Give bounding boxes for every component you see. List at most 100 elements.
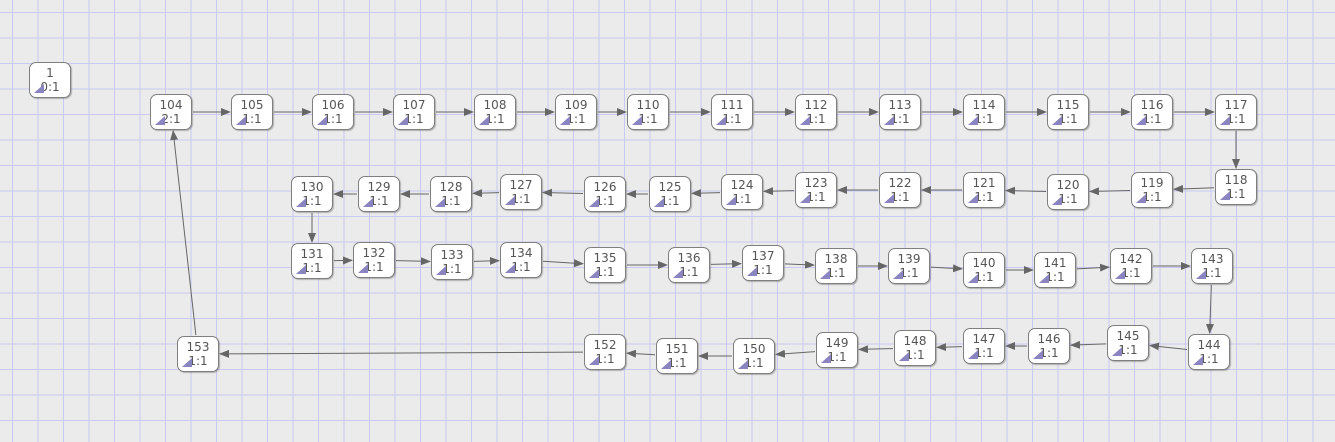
edge-132-133[interactable] — [395, 257, 431, 266]
edge-149-150[interactable] — [775, 349, 816, 358]
node-ratio: 1:1 — [1142, 190, 1162, 204]
edge-141-142[interactable] — [1076, 263, 1110, 272]
node-label: 129 — [367, 180, 391, 194]
node-ratio: 1:1 — [890, 190, 910, 204]
corner-marker-icon — [738, 360, 748, 369]
edge-145-146[interactable] — [1070, 340, 1107, 349]
edge-137-138[interactable] — [784, 260, 815, 269]
edge-133-134[interactable] — [473, 256, 500, 265]
edge-120-121[interactable] — [1005, 186, 1047, 195]
edge-143-144[interactable] — [1205, 284, 1214, 334]
edge-118-119[interactable] — [1173, 184, 1215, 193]
corner-marker-icon — [1052, 196, 1062, 205]
node-label: 104 — [159, 98, 183, 112]
edge-134-135[interactable] — [542, 259, 584, 268]
corner-marker-icon — [34, 84, 44, 93]
edge-144-145[interactable] — [1149, 342, 1188, 351]
corner-marker-icon — [236, 116, 246, 125]
node-ratio: 1:1 — [302, 194, 322, 208]
node-ratio: 1:1 — [369, 194, 389, 208]
edge-126-127[interactable] — [542, 188, 584, 197]
node-ratio: 1:1 — [511, 192, 531, 206]
edge-152-153[interactable] — [219, 349, 584, 358]
edge-153-104[interactable] — [170, 130, 197, 336]
node-ratio: 1:1 — [595, 194, 615, 208]
edge-119-120[interactable] — [1089, 187, 1131, 196]
corner-marker-icon — [747, 267, 757, 276]
edge-139-140[interactable] — [930, 264, 963, 273]
edge-127-128[interactable] — [472, 189, 500, 198]
node-label: 144 — [1197, 338, 1221, 352]
edge-136-137[interactable] — [710, 259, 742, 268]
edge-147-148[interactable] — [936, 343, 963, 352]
node-ratio: 1:1 — [1118, 343, 1138, 357]
edge-124-125[interactable] — [691, 189, 721, 198]
node-ratio: 1:1 — [1058, 192, 1078, 206]
corner-marker-icon — [654, 198, 664, 207]
edge-123-124[interactable] — [763, 187, 795, 196]
node-label: 132 — [362, 246, 386, 260]
corner-marker-icon — [589, 356, 599, 365]
corner-marker-icon — [800, 116, 810, 125]
node-label: 119 — [1140, 176, 1164, 190]
edge-148-149[interactable] — [858, 345, 894, 354]
node-label: 146 — [1037, 332, 1061, 346]
edge-151-152[interactable] — [626, 349, 656, 358]
node-label: 110 — [636, 98, 660, 112]
node-ratio: 1:1 — [511, 260, 531, 274]
node-ratio: 1:1 — [595, 352, 615, 366]
